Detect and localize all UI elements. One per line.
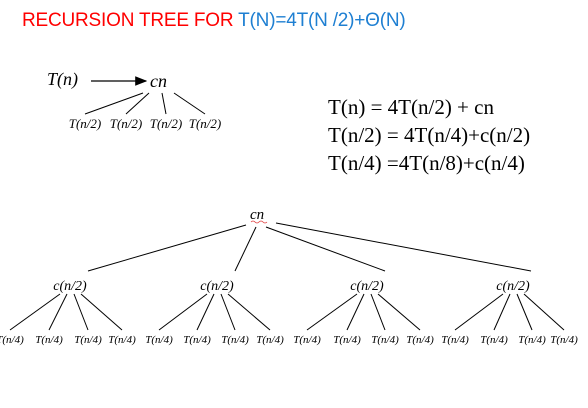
big-tree-level2-node: T(n/4) bbox=[406, 334, 434, 346]
big-tree-edge bbox=[234, 226, 257, 272]
small-tree-child: T(n/2) bbox=[69, 116, 102, 131]
big-tree-edge bbox=[48, 293, 68, 331]
big-tree-edges bbox=[9, 222, 565, 331]
title-formula: T(N)=4T(N /2)+Θ(N) bbox=[238, 10, 406, 31]
big-tree-edge bbox=[516, 293, 533, 331]
big-tree-level2-node: T(n/4) bbox=[35, 334, 63, 346]
big-tree-edge bbox=[306, 293, 358, 331]
small-tree-edges bbox=[84, 92, 206, 115]
big-tree-level2-node: T(n/4) bbox=[108, 334, 136, 346]
big-tree-level2-node: T(n/4) bbox=[480, 334, 508, 346]
big-tree-level1-node: c(n/2) bbox=[53, 279, 87, 294]
big-tree-edge bbox=[523, 293, 565, 331]
big-tree-edge bbox=[9, 293, 61, 331]
big-tree-level1: c(n/2) c(n/2) c(n/2) c(n/2) bbox=[53, 279, 530, 294]
big-tree-level2-node: T(n/4) bbox=[183, 334, 211, 346]
big-tree-edge bbox=[227, 293, 271, 331]
equation-2: T(n/2) = 4T(n/4)+c(n/2) bbox=[328, 123, 531, 147]
big-tree-edge bbox=[370, 293, 386, 331]
big-tree-root: cn bbox=[250, 207, 264, 223]
equation-1: T(n) = 4T(n/2) + cn bbox=[328, 95, 494, 119]
big-tree-level1-node: c(n/2) bbox=[200, 279, 234, 294]
title-prefix: RECURSION TREE FOR bbox=[22, 10, 239, 31]
big-tree-edge bbox=[87, 224, 247, 272]
big-tree-edge bbox=[196, 293, 215, 331]
big-tree-level2-node: T(n/4) bbox=[221, 334, 249, 346]
big-tree-level2-node: T(n/4) bbox=[333, 334, 361, 346]
small-tree-child: T(n/2) bbox=[189, 116, 222, 131]
small-tree-edge bbox=[125, 92, 150, 115]
big-tree-edge bbox=[80, 293, 123, 331]
big-tree-level2-node: T(n/4) bbox=[441, 334, 469, 346]
small-tree-edge bbox=[161, 92, 167, 115]
big-tree-edge bbox=[73, 293, 89, 331]
big-tree-level2-node: T(n/4) bbox=[371, 334, 399, 346]
big-tree-edge bbox=[265, 226, 386, 272]
equation-3: T(n/4) =4T(n/8)+c(n/4) bbox=[328, 151, 525, 175]
small-tree-root: cn bbox=[150, 71, 167, 91]
big-tree-edge bbox=[158, 293, 208, 331]
small-tree-edge bbox=[84, 92, 144, 115]
big-tree-level2-node: T(n/4) bbox=[550, 334, 578, 346]
page-title: RECURSION TREE FOR T(N)=4T(N /2)+Θ(N) bbox=[22, 10, 406, 32]
spellcheck-squiggle bbox=[250, 220, 268, 224]
big-tree-edge bbox=[493, 293, 511, 331]
big-tree-level1-node: c(n/2) bbox=[350, 279, 384, 294]
big-tree-edge bbox=[377, 293, 421, 331]
big-tree-level2-node: T(n/4) bbox=[0, 334, 24, 346]
small-tree-edge bbox=[173, 92, 206, 115]
big-tree-edge bbox=[220, 293, 236, 331]
big-tree-level2-node: T(n/4) bbox=[518, 334, 546, 346]
big-tree-level2-node: T(n/4) bbox=[74, 334, 102, 346]
small-tree-child: T(n/2) bbox=[110, 116, 143, 131]
big-tree-edge bbox=[275, 222, 532, 272]
big-tree-level1-node: c(n/2) bbox=[496, 279, 530, 294]
big-tree-level2: T(n/4) T(n/4) T(n/4) T(n/4) T(n/4) T(n/4) T(n/… bbox=[0, 334, 578, 346]
big-tree-level2-node: T(n/4) bbox=[293, 334, 321, 346]
big-tree-edge bbox=[454, 293, 504, 331]
big-tree-level2-node: T(n/4) bbox=[145, 334, 173, 346]
small-tree-child: T(n/2) bbox=[150, 116, 183, 131]
big-tree-edge bbox=[346, 293, 365, 331]
big-tree-level2-node: T(n/4) bbox=[256, 334, 284, 346]
small-tree-children: T(n/2) T(n/2) T(n/2) T(n/2) bbox=[69, 116, 222, 131]
small-tree-left-label: T(n) bbox=[47, 69, 78, 90]
